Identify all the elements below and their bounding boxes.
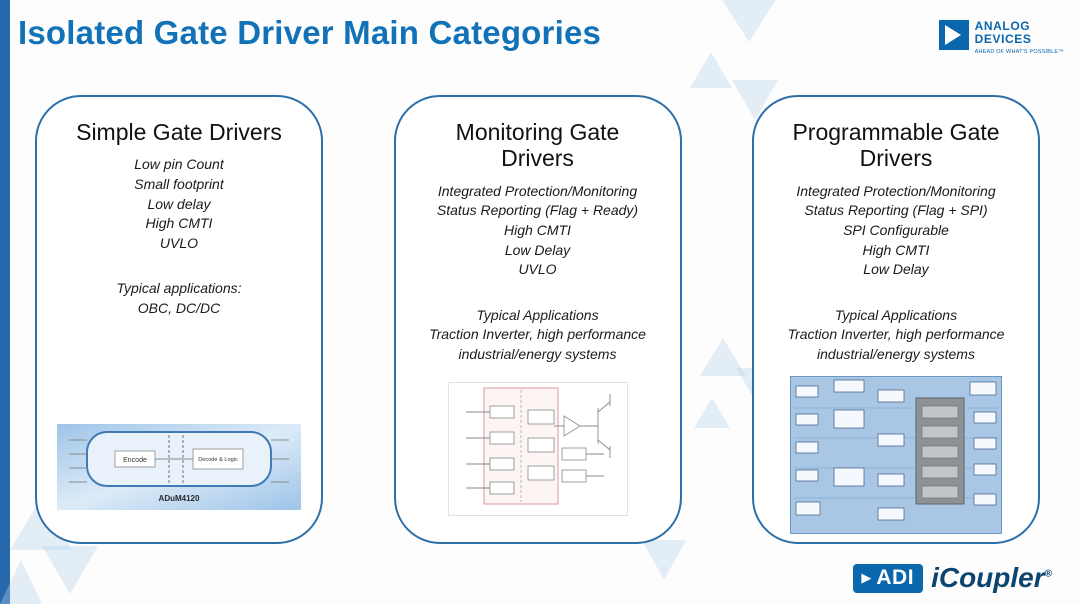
applications-text: Traction Inverter, high performance indu… — [787, 326, 1005, 363]
background-triangle — [722, 0, 776, 42]
feature-item: Small footprint — [134, 176, 224, 193]
applications-label: Typical applications: — [116, 280, 242, 297]
feature-item: High CMTI — [862, 241, 930, 258]
feature-item: Low Delay — [504, 241, 571, 258]
card-monitoring-gate-drivers: Monitoring Gate Drivers Integrated Prote… — [393, 95, 682, 544]
background-triangle — [42, 546, 98, 594]
applications: Typical applications: OBC, DC/DC — [116, 279, 241, 318]
applications-text: Traction Inverter, high performance indu… — [429, 326, 646, 363]
feature-item: Low Delay — [863, 261, 929, 278]
icoupler-wordmark: iCoupler® — [931, 562, 1052, 594]
applications: Typical Applications Traction Inverter, … — [784, 306, 1009, 365]
background-triangle — [642, 540, 686, 580]
feature-item: UVLO — [518, 261, 557, 278]
adi-triangle-logo-icon — [938, 20, 969, 50]
analog-devices-wordmark: ANALOG DEVICES AHEAD OF WHAT'S POSSIBLE™ — [974, 19, 1064, 56]
feature-item: High CMTI — [145, 215, 213, 232]
feature-item: Status Reporting (Flag + SPI) — [804, 202, 988, 219]
applications-text: OBC, DC/DC — [137, 300, 221, 316]
feature-list: Low pin Count Small footprint Low delay … — [134, 155, 224, 253]
registered-symbol: ® — [1044, 568, 1052, 580]
feature-item: Integrated Protection/Monitoring — [796, 182, 996, 199]
feature-item: SPI Configurable — [843, 222, 949, 239]
page-title: Isolated Gate Driver Main Categories — [18, 14, 602, 51]
simple-driver-diagram: Encode Decode & Logic ADuM4120 — [57, 424, 301, 510]
adi-badge: ▶ ADI — [853, 563, 924, 593]
monitoring-driver-schematic — [447, 382, 628, 516]
adi-badge-label: ADI — [876, 565, 915, 589]
brand-tagline: AHEAD OF WHAT'S POSSIBLE™ — [974, 49, 1064, 56]
category-cards-row: Simple Gate Drivers Low pin Count Small … — [35, 95, 1040, 544]
applications-label: Typical Applications — [834, 306, 958, 323]
card-title: Monitoring Gate Drivers — [455, 119, 620, 172]
card-simple-gate-drivers: Simple Gate Drivers Low pin Count Small … — [35, 95, 323, 544]
card-title: Programmable Gate Drivers — [792, 119, 1000, 172]
adi-triangle-icon: ▶ — [861, 570, 872, 585]
feature-item: High CMTI — [504, 222, 571, 239]
icoupler-text: iCoupler — [931, 562, 1045, 593]
icoupler-brand: ▶ ADI iCoupler® — [853, 562, 1052, 594]
left-accent-bar — [0, 0, 10, 604]
feature-list: Integrated Protection/Monitoring Status … — [796, 182, 995, 280]
applications: Typical Applications Traction Inverter, … — [425, 306, 650, 365]
programmable-driver-block-diagram — [790, 376, 1002, 534]
analog-devices-logo: ANALOG DEVICES AHEAD OF WHAT'S POSSIBLE™ — [938, 19, 1064, 56]
feature-item: Low pin Count — [134, 156, 224, 173]
feature-item: Low delay — [147, 195, 211, 212]
applications-label: Typical Applications — [476, 306, 599, 323]
feature-item: UVLO — [159, 234, 199, 251]
background-triangle — [690, 52, 732, 88]
encode-block-label: Encode — [123, 457, 147, 464]
feature-list: Integrated Protection/Monitoring Status … — [437, 182, 638, 280]
feature-item: Status Reporting (Flag + Ready) — [436, 202, 639, 219]
card-title: Simple Gate Drivers — [76, 119, 282, 145]
part-number-label: ADuM4120 — [159, 494, 200, 503]
feature-item: Integrated Protection/Monitoring — [437, 182, 638, 199]
brand-name-line1: ANALOG — [974, 19, 1031, 33]
decode-logic-block-label: Decode & Logic — [198, 457, 238, 463]
card-programmable-gate-drivers: Programmable Gate Drivers Integrated Pro… — [752, 95, 1040, 544]
brand-name-line2: DEVICES — [974, 32, 1032, 47]
